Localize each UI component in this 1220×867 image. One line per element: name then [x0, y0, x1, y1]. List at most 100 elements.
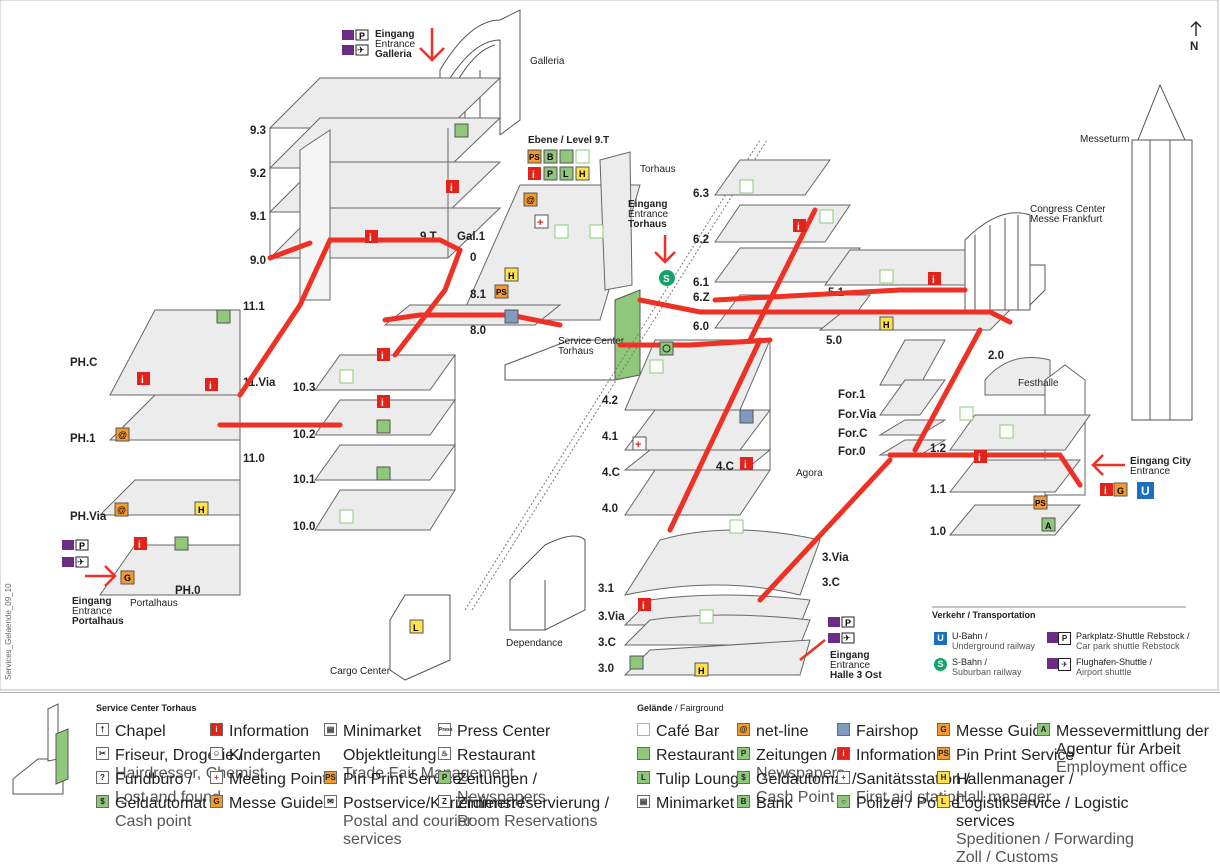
svg-text:U: U — [1141, 484, 1150, 498]
level-3-0: 3.0 — [598, 663, 614, 675]
parking-icon — [841, 616, 855, 628]
level-6-3: 6.3 — [693, 188, 709, 200]
level-4-0: 4.0 — [602, 503, 618, 515]
level-3-1: 3.1 — [598, 583, 615, 595]
net-line-icon: @ — [114, 502, 129, 517]
legend-label: Café Bar — [656, 723, 720, 740]
level-ph-0: PH.0 — [175, 585, 201, 597]
legend-sublabel: Newspapers — [457, 789, 546, 806]
level-9-1: 9.1 — [250, 211, 267, 223]
level-1-2: 1.2 — [930, 443, 946, 455]
file-note: Services_Gelaende_09_10 — [4, 583, 13, 680]
legend-label: Zimmerreservierung / — [457, 795, 610, 812]
level-8-0: 8.0 — [470, 325, 486, 337]
legend-label: Chapel — [115, 723, 166, 740]
first-aid-icon: + — [632, 436, 647, 451]
entrance-portalhaus-de: Eingang — [72, 596, 111, 607]
entrance-halle3-name: Halle 3 Ost — [830, 670, 882, 681]
entrance-torhaus-name: Torhaus — [628, 219, 667, 230]
legend-icon: H — [937, 771, 950, 784]
dependance-label: Dependance — [506, 638, 563, 649]
level-for-c: For.C — [838, 428, 867, 440]
cargo-center-building — [389, 594, 451, 681]
cafe-bar-icon — [339, 179, 1014, 624]
legend-label: Logistikservice / Logistic services — [956, 795, 1129, 830]
legend-label: Geldautomat / — [756, 771, 857, 788]
legend-icon: ○ — [837, 795, 850, 808]
ubahn-icon — [1137, 482, 1154, 499]
legend-item-sc-8: ▤Minimarket — [324, 723, 534, 741]
level-6-2: 6.2 — [693, 234, 709, 246]
bus-icon — [342, 45, 354, 55]
legend-label: Minimarket — [656, 795, 735, 812]
svg-text:P: P — [845, 618, 851, 628]
level-for-1: For.1 — [838, 389, 866, 401]
messe-guide-icon: G — [1113, 482, 1128, 497]
parking-icon — [355, 29, 369, 41]
transport-ubahn-en: Underground railway — [952, 640, 1036, 651]
legend-sublabel: Lost and found — [115, 789, 221, 806]
legend-icon: @ — [737, 723, 750, 736]
transport-ubahn: U U-Bahn /Underground railway — [934, 631, 1094, 652]
pin-print-icon: PS — [1033, 495, 1048, 510]
svg-text:i: i — [381, 351, 384, 362]
level-ph-via: PH.Via — [70, 511, 107, 523]
svg-text:P: P — [79, 541, 85, 551]
parking-shuttle-icon: P — [1047, 632, 1071, 645]
sbahn-icon: S — [934, 658, 947, 671]
legend-gelaende-title-de: Gelände — [637, 703, 673, 713]
level-6-z: 6.Z — [693, 292, 710, 304]
service-center-label: Service Center — [558, 336, 625, 347]
legend-icon: ✂ — [96, 747, 109, 760]
level-0: 0 — [470, 252, 476, 264]
legend-icon: B — [737, 795, 750, 808]
logistic-service-icon — [409, 619, 424, 634]
transport-sbahn-de: S-Bahn / — [952, 657, 988, 667]
legend-item-gl-6: $Geldautomat /Cash Point — [737, 771, 947, 807]
congress-center-label: Congress Center — [1030, 204, 1106, 215]
level-9-2: 9.2 — [250, 168, 266, 180]
legend-sublabel: Newspapers — [756, 765, 845, 782]
legend-label: Polizei / Police — [856, 795, 961, 812]
legend-icon: Press — [438, 723, 453, 736]
svg-text:@: @ — [117, 505, 126, 515]
net-line-icon: @ — [523, 192, 538, 207]
congress-center-label-2: Messe Frankfurt — [1030, 214, 1102, 225]
legend-icon: † — [96, 723, 109, 736]
legend-icon: $ — [737, 771, 750, 784]
info-icon: i — [137, 372, 150, 386]
legend-icon: L — [637, 771, 650, 784]
level-ph-c: PH.C — [70, 357, 97, 369]
level-3-c: 3.C — [822, 577, 840, 589]
legend-icon — [324, 747, 337, 760]
svg-text:i: i — [642, 601, 645, 612]
svg-text:i: i — [450, 183, 453, 194]
info-icon: i — [974, 450, 987, 464]
legend-gelaende-title-en: / Fairground — [672, 703, 724, 713]
transport-sbahn-en: Suburban railway — [952, 666, 1022, 677]
legend-item-gl-4: @net-line — [737, 723, 947, 741]
svg-text:i: i — [744, 460, 747, 471]
walkways — [217, 207, 1083, 603]
parking-icon — [75, 539, 89, 551]
info-icon: i — [793, 219, 806, 233]
city-entrance-arrow-icon — [1091, 454, 1125, 476]
legend-label: Messe Guide — [229, 795, 324, 812]
hall-10 — [314, 354, 456, 531]
legend-label: Bank — [756, 795, 793, 812]
legend-item-gl-3: ▤Minimarket — [637, 795, 847, 813]
svg-text:i: i — [932, 275, 935, 286]
legend-icon: G — [937, 723, 950, 736]
airplane-icon — [75, 556, 89, 568]
svg-text:i: i — [381, 398, 384, 409]
legend-label: Tulip Lounge — [656, 771, 748, 788]
legend-item-gl-1: Restaurant — [637, 747, 847, 765]
hall-manager-icon: H — [879, 316, 894, 331]
net-line-icon: @ — [115, 427, 130, 442]
first-aid-icon: + — [534, 214, 549, 229]
